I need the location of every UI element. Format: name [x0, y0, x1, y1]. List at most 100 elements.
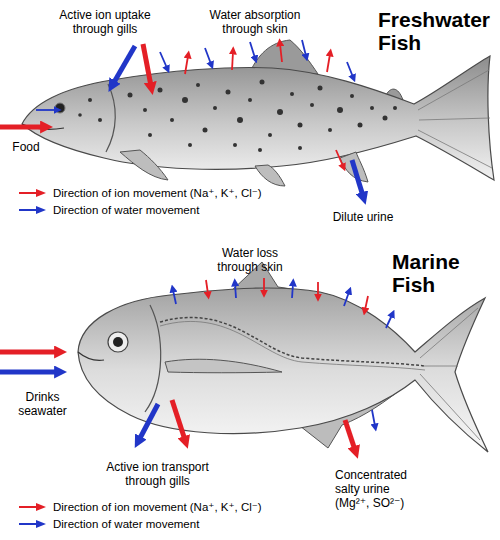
- trout-spot: [310, 103, 314, 107]
- tail-rays: [418, 70, 492, 168]
- trout-spot: [182, 97, 188, 103]
- ion-arrow: [317, 282, 319, 296]
- trout-spot: [170, 118, 174, 122]
- trout-spot: [370, 106, 374, 110]
- legend-item: Direction of ion movement (Na⁺, K⁺, Cl⁻): [18, 186, 262, 200]
- legend-arrow-head: [36, 503, 46, 511]
- legend-arrow-head: [36, 206, 46, 214]
- water-arrow: [36, 109, 56, 111]
- gill-cover: [145, 305, 161, 412]
- water-arrow: [113, 46, 135, 84]
- fish-eye: [108, 332, 128, 352]
- legend-arrow-shaft: [19, 506, 38, 508]
- legend-item: Direction of water movement: [18, 203, 199, 217]
- legend-arrow-head: [36, 189, 46, 197]
- freshwater-arrows: [0, 40, 363, 196]
- trout-spot: [290, 92, 294, 96]
- legend-arrow: [18, 502, 48, 512]
- trout-spot: [233, 143, 237, 147]
- water-arrow: [0, 370, 58, 375]
- process-label: Water loss through skin: [210, 246, 290, 274]
- trout-spot: [148, 133, 152, 137]
- trout-spot: [350, 94, 354, 98]
- trout-spot: [248, 98, 252, 102]
- trout-spot: [328, 128, 332, 132]
- trout-spots: [78, 80, 397, 153]
- fish-pupil: [113, 337, 123, 347]
- ion-arrow: [365, 296, 368, 310]
- legend-arrow-shaft: [19, 523, 38, 525]
- ion-arrow: [280, 44, 282, 62]
- pectoral-fin: [120, 150, 168, 180]
- water-arrow: [302, 40, 306, 56]
- pelvic-fin: [255, 165, 285, 186]
- water-arrow: [160, 52, 167, 68]
- marine-fish-body: [78, 288, 488, 452]
- legend-text: Direction of water movement: [53, 517, 199, 531]
- trout-spot: [383, 116, 388, 121]
- ion-arrow: [327, 54, 330, 72]
- panel-title: Freshwater Fish: [378, 8, 496, 54]
- water-arrow: [139, 404, 158, 440]
- water-arrow: [235, 284, 236, 298]
- trout-drawing: [22, 40, 494, 186]
- water-arrow: [205, 48, 211, 64]
- water-arrow: [386, 315, 392, 328]
- marine-arrows: [0, 278, 392, 450]
- legend-arrow: [18, 519, 48, 529]
- water-arrow: [372, 410, 375, 426]
- ion-arrow: [0, 350, 58, 355]
- output-label: Dilute urine: [318, 210, 408, 224]
- trout-spot: [98, 118, 102, 122]
- trout-spot: [143, 108, 147, 112]
- trout-spot: [258, 148, 262, 152]
- legend-item: Direction of ion movement (Na⁺, K⁺, Cl⁻): [18, 500, 262, 514]
- trout-body: [22, 56, 494, 180]
- trout-spot: [337, 107, 343, 113]
- input-label: Food: [6, 140, 46, 154]
- legend-arrow-shaft: [19, 192, 38, 194]
- fish-eye: [55, 103, 65, 113]
- legend-arrow-shaft: [19, 209, 38, 211]
- trout-spot: [196, 83, 200, 87]
- ion-arrow: [336, 150, 343, 166]
- pectoral-fin: [165, 359, 282, 373]
- trout-spot: [298, 146, 302, 150]
- water-arrow: [344, 292, 349, 306]
- trout-spot: [203, 128, 208, 133]
- trout-spot: [358, 123, 363, 128]
- trout-spot: [78, 113, 82, 117]
- ion-arrow: [232, 52, 233, 70]
- trout-spot: [298, 123, 303, 128]
- ion-arrow: [172, 400, 185, 440]
- legend-item: Direction of water movement: [18, 517, 199, 531]
- trout-spot: [158, 88, 163, 93]
- ion-arrow: [185, 56, 188, 74]
- trout-spot: [213, 106, 217, 110]
- ion-arrow: [345, 420, 355, 450]
- trout-spot: [188, 143, 192, 147]
- process-label: Water absorption through skin: [200, 8, 310, 36]
- legend-arrow: [18, 205, 48, 215]
- trout-spot: [268, 133, 272, 137]
- trout-spot: [128, 93, 133, 98]
- trout-spot: [237, 117, 243, 123]
- water-arrow: [352, 160, 363, 196]
- panel-title: Marine Fish: [392, 250, 487, 296]
- ion-arrow: [143, 44, 151, 86]
- ion-arrow: [206, 280, 208, 294]
- tail-rays: [420, 308, 480, 440]
- legend-text: Direction of water movement: [53, 203, 199, 217]
- water-arrow: [173, 290, 176, 304]
- mouth-line: [78, 352, 104, 360]
- input-label: Drinks seawater: [10, 390, 75, 418]
- trout-spot: [226, 90, 231, 95]
- trout-spot: [260, 80, 265, 85]
- output-label: Concentrated salty urine (Mg²⁺, SO²⁻): [335, 468, 427, 510]
- water-arrow: [292, 284, 293, 298]
- process-label: Active ion transport through gills: [95, 460, 220, 488]
- legend-text: Direction of ion movement (Na⁺, K⁺, Cl⁻): [53, 186, 262, 200]
- trout-spot: [393, 106, 397, 110]
- ion-arrow: [263, 278, 265, 292]
